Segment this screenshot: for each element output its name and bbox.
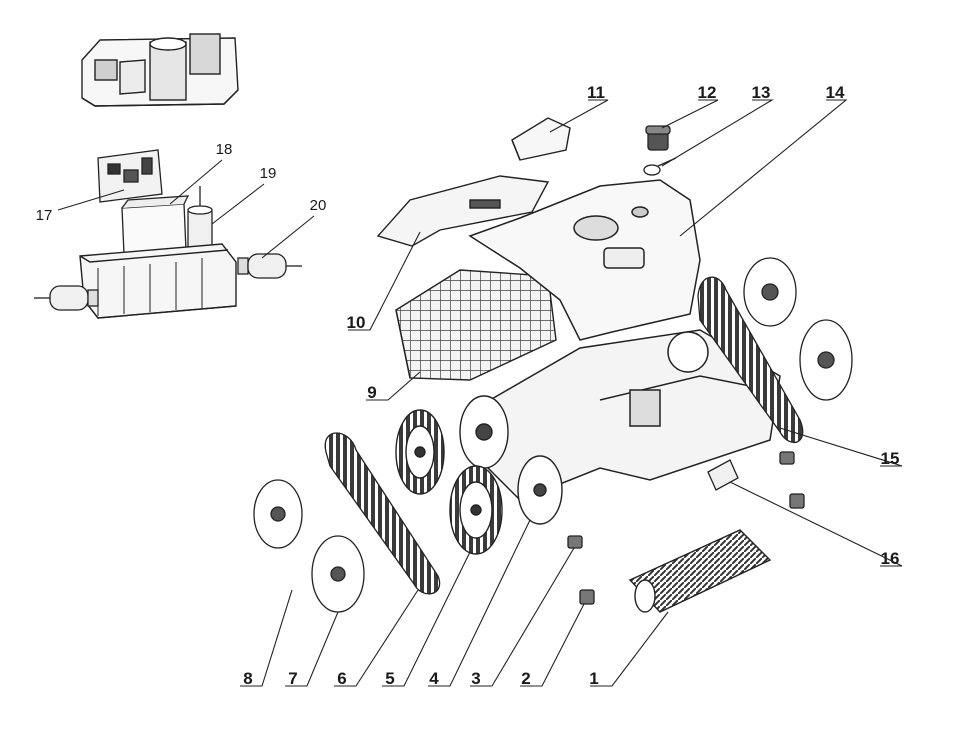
callout-19: 19 bbox=[260, 165, 277, 182]
callout-labels: 1 2 3 4 5 6 7 8 9 10 11 12 13 14 15 16 1… bbox=[36, 83, 900, 688]
right-sidewheel-back bbox=[743, 257, 797, 327]
callout-10: 10 bbox=[347, 313, 366, 332]
main-body-shell bbox=[468, 179, 701, 341]
callout-14: 14 bbox=[826, 83, 845, 102]
battery-block bbox=[121, 195, 190, 255]
bushing-a bbox=[567, 535, 583, 549]
cap-knob bbox=[645, 125, 671, 151]
callout-2: 2 bbox=[521, 669, 530, 688]
callout-1: 1 bbox=[589, 669, 598, 688]
right-drive-motor bbox=[237, 253, 302, 279]
sprocket-hub bbox=[517, 455, 563, 525]
callout-7: 7 bbox=[288, 669, 297, 688]
callout-13: 13 bbox=[752, 83, 771, 102]
callout-15: 15 bbox=[881, 449, 900, 468]
inner-gear-wheel bbox=[395, 409, 445, 495]
callout-16: 16 bbox=[881, 549, 900, 568]
control-board bbox=[97, 149, 163, 203]
bushing-b bbox=[579, 589, 595, 605]
small-top-clip bbox=[511, 117, 571, 161]
callout-20: 20 bbox=[310, 197, 327, 214]
outer-sidewheel-front bbox=[311, 535, 365, 613]
side-clip bbox=[707, 459, 739, 491]
outer-sidewheel-back bbox=[253, 479, 303, 549]
bushing-c bbox=[779, 451, 795, 465]
callout-5: 5 bbox=[385, 669, 394, 688]
left-track bbox=[324, 432, 441, 595]
right-sidewheel-front bbox=[799, 319, 853, 401]
impeller-wheel bbox=[459, 395, 509, 469]
callout-12: 12 bbox=[698, 83, 717, 102]
callout-11: 11 bbox=[587, 83, 605, 102]
motor-base-tray bbox=[79, 243, 237, 319]
callout-6: 6 bbox=[337, 669, 346, 688]
callout-3: 3 bbox=[471, 669, 480, 688]
motor-housing-top bbox=[81, 33, 239, 107]
brush-roller bbox=[628, 529, 772, 613]
chassis-frame bbox=[479, 329, 781, 501]
capacitor bbox=[187, 186, 213, 253]
drive-wheel bbox=[449, 465, 503, 555]
left-drive-motor bbox=[34, 285, 99, 311]
bushing-d bbox=[789, 493, 805, 509]
filter-basket bbox=[395, 269, 557, 381]
callout-18: 18 bbox=[216, 141, 233, 158]
callout-17: 17 bbox=[36, 207, 53, 224]
right-track bbox=[697, 276, 804, 443]
callout-8: 8 bbox=[243, 669, 252, 688]
callout-4: 4 bbox=[429, 669, 439, 688]
leader-lines bbox=[57, 99, 903, 687]
callout-9: 9 bbox=[367, 383, 376, 402]
filter-lid bbox=[376, 175, 550, 247]
